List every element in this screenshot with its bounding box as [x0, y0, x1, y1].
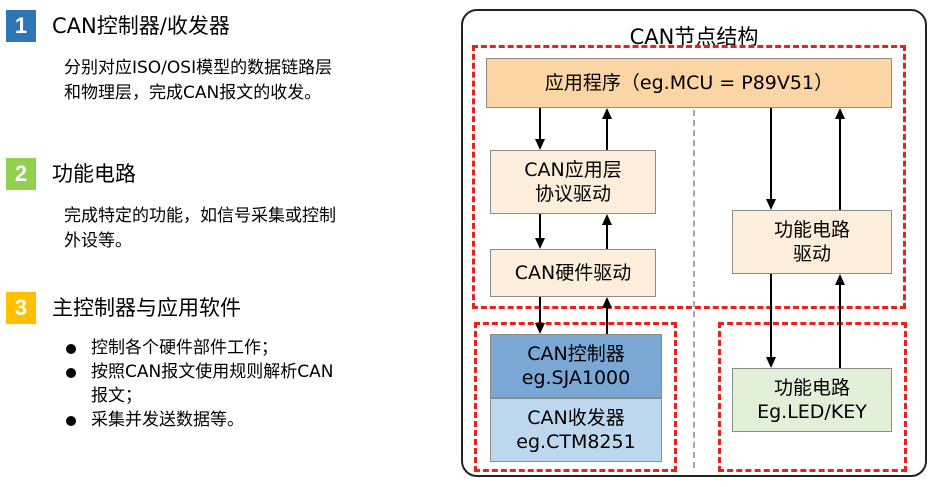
- can-hardware-driver-box: CAN硬件驱动: [490, 249, 656, 297]
- bullet-text: 采集并发送数据等。: [91, 410, 244, 430]
- application-program-box: 应用程序（eg.MCU = P89V51）: [486, 58, 892, 108]
- arrow-up-icon: [835, 274, 845, 285]
- box-label-line: 协议驱动: [534, 183, 611, 205]
- arrow-down-icon: [535, 323, 545, 334]
- connector-line: [606, 119, 608, 150]
- function-circuit-box: 功能电路 Eg.LED/KEY: [732, 368, 892, 432]
- section-number-badge: 2: [6, 158, 36, 190]
- box-label-line: CAN收发器: [527, 407, 625, 429]
- section-description: 完成特定的功能，如信号采集或控制 外设等。: [64, 204, 336, 254]
- connector-line: [839, 285, 841, 368]
- bullet-text: 控制各个硬件部件工作；: [91, 338, 278, 358]
- section-title: CAN控制器/收发器: [52, 14, 230, 38]
- arrow-down-icon: [535, 238, 545, 249]
- arrow-up-icon: [602, 297, 612, 308]
- box-label-line: eg.CTM8251: [516, 431, 636, 453]
- function-circuit-dashed-group: [718, 322, 907, 472]
- box-label-line: 驱动: [792, 243, 831, 265]
- arrow-up-icon: [602, 214, 612, 225]
- main-controller-dashed-group: [472, 45, 906, 309]
- arrow-down-icon: [535, 139, 545, 150]
- box-label-line: 功能电路: [773, 377, 850, 399]
- bullet-text-continued: 报文；: [91, 386, 142, 406]
- box-label-line: eg.SJA1000: [521, 367, 631, 389]
- connector-line: [539, 108, 541, 139]
- connector-line: [539, 214, 541, 238]
- bullet-text: 按照CAN报文使用规则解析CAN: [91, 362, 334, 382]
- box-label-line: CAN应用层: [524, 159, 622, 181]
- section-title: 主控制器与应用软件: [52, 296, 241, 320]
- arrow-down-icon: [766, 357, 776, 368]
- section-1: 1 CAN控制器/收发器 分别对应ISO/OSI模型的数据链路层 和物理层，完成…: [6, 10, 446, 110]
- can-controller-box: CAN控制器 eg.SJA1000: [490, 334, 662, 398]
- description-line: 和物理层，完成CAN报文的收发。: [64, 83, 322, 103]
- bullet-item: 控制各个硬件部件工作；: [64, 336, 333, 360]
- arrow-up-icon: [835, 108, 845, 119]
- connector-line: [539, 297, 541, 323]
- application-program-label: 应用程序（eg.MCU = P89V51）: [544, 72, 834, 94]
- bullet-list: 控制各个硬件部件工作； 按照CAN报文使用规则解析CAN 报文； 采集并发送数据…: [64, 336, 333, 432]
- description-line: 分别对应ISO/OSI模型的数据链路层: [64, 58, 333, 78]
- description-line: 外设等。: [64, 231, 132, 251]
- box-label-line: CAN硬件驱动: [514, 262, 632, 284]
- connector-line: [770, 108, 772, 199]
- section-number-badge: 1: [6, 10, 36, 42]
- box-label-line: CAN控制器: [527, 343, 625, 365]
- box-label-line: 功能电路: [773, 219, 850, 241]
- can-transceiver-box: CAN收发器 eg.CTM8251: [490, 398, 662, 462]
- connector-line: [606, 225, 608, 249]
- box-label-line: Eg.LED/KEY: [757, 401, 867, 423]
- arrow-down-icon: [766, 199, 776, 210]
- section-3: 3 主控制器与应用软件 控制各个硬件部件工作； 按照CAN报文使用规则解析CAN…: [6, 292, 446, 462]
- connector-line: [839, 119, 841, 210]
- can-hardware-dashed-group: [474, 322, 677, 472]
- separator-line: [693, 110, 695, 468]
- section-2: 2 功能电路 完成特定的功能，如信号采集或控制 外设等。: [6, 158, 446, 258]
- section-title: 功能电路: [52, 162, 136, 186]
- arrow-up-icon: [602, 108, 612, 119]
- bullet-item: 采集并发送数据等。: [64, 408, 333, 432]
- can-application-layer-box: CAN应用层 协议驱动: [490, 150, 656, 214]
- section-description: 分别对应ISO/OSI模型的数据链路层 和物理层，完成CAN报文的收发。: [64, 56, 332, 106]
- bullet-item: 按照CAN报文使用规则解析CAN 报文；: [64, 360, 333, 408]
- description-line: 完成特定的功能，如信号采集或控制: [64, 206, 336, 226]
- function-circuit-driver-box: 功能电路 驱动: [732, 210, 892, 274]
- connector-line: [770, 274, 772, 357]
- section-number-badge: 3: [6, 292, 36, 324]
- connector-line: [606, 308, 608, 334]
